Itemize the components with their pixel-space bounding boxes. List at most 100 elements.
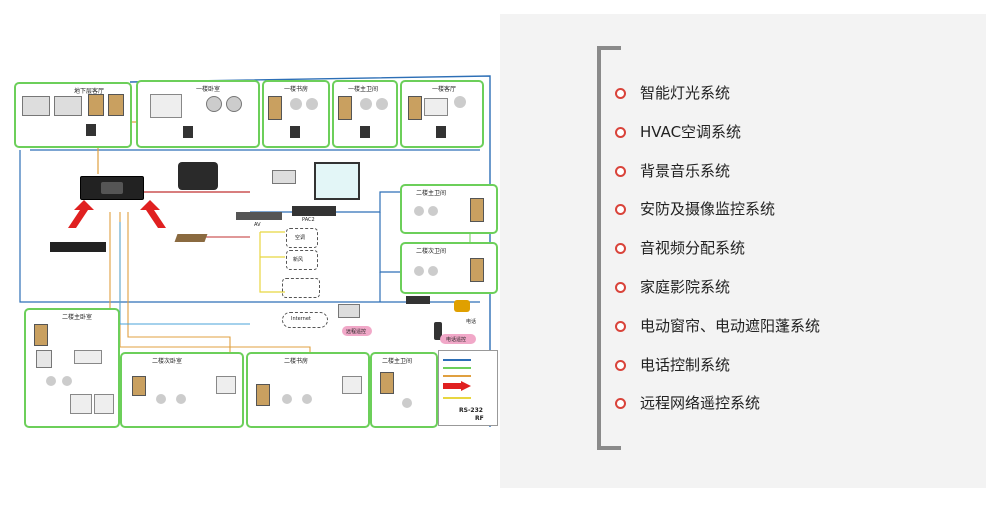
feature-item: 远程网络遥控系统 bbox=[615, 390, 820, 429]
keypad-icon bbox=[132, 376, 146, 396]
keypad-icon bbox=[408, 96, 422, 120]
dimmer-module-icon bbox=[436, 126, 446, 138]
room-f1-bedroom: 一楼卧室 bbox=[136, 80, 260, 148]
feature-item: 电话控制系统 bbox=[615, 352, 820, 391]
room-f2-guest-bath: 二楼次卫间 bbox=[400, 242, 498, 294]
ac-label: 空调 bbox=[295, 235, 306, 241]
room-title: 二楼主卫间 bbox=[382, 358, 413, 365]
ceiling-light-icon bbox=[402, 398, 412, 408]
ceiling-light-icon bbox=[156, 394, 166, 404]
ceiling-light-icon bbox=[414, 266, 424, 276]
room-f1-living: 一楼客厅 bbox=[400, 80, 484, 148]
touch-panel-icon bbox=[424, 98, 448, 116]
room-title: 一楼主卫间 bbox=[348, 86, 379, 93]
touch-panel-icon bbox=[70, 394, 92, 414]
laptop-icon bbox=[338, 304, 360, 318]
room-f2-study: 二楼书房 bbox=[246, 352, 370, 428]
curtain-motor-icon bbox=[36, 350, 52, 368]
room-f2-master-bath: 二楼主卫间 bbox=[400, 184, 498, 234]
room-f2-master-bedroom: 二楼主卧室 bbox=[24, 308, 120, 428]
ceiling-light-icon bbox=[176, 394, 186, 404]
feature-item: HVAC空调系统 bbox=[615, 119, 820, 158]
room-title: 地下层客厅 bbox=[74, 88, 105, 95]
ceiling-light-icon bbox=[46, 376, 56, 386]
ceiling-light-icon bbox=[62, 376, 72, 386]
keypad-icon bbox=[470, 258, 484, 282]
legend-rf: RF bbox=[475, 415, 484, 422]
bracket-decoration bbox=[597, 46, 831, 450]
legend-rs232: RS-232 bbox=[459, 407, 483, 414]
alert-arrow-icon bbox=[140, 200, 166, 228]
touch-panel-icon bbox=[216, 376, 236, 394]
legend-arrow-icon bbox=[443, 381, 471, 391]
telephone-icon bbox=[454, 300, 470, 312]
ceiling-light-icon bbox=[428, 206, 438, 216]
room-title: 二楼次卧室 bbox=[152, 358, 183, 365]
circle-bullet-icon bbox=[615, 359, 626, 371]
internet-label: Internet bbox=[291, 316, 311, 322]
projector-icon bbox=[272, 170, 296, 184]
room-title: 二楼主卧室 bbox=[62, 314, 93, 321]
feature-label: 智能灯光系统 bbox=[640, 84, 731, 102]
phone-remote-label: 电话遥控 bbox=[446, 337, 467, 343]
phone-gateway-icon bbox=[406, 296, 430, 304]
ceiling-light-icon bbox=[226, 96, 242, 112]
room-title: 一楼书房 bbox=[284, 86, 309, 93]
wiring-legend: RS-232 RF bbox=[438, 350, 498, 426]
security-camera-box bbox=[282, 278, 320, 298]
phone-remote-badge: 电话遥控 bbox=[440, 334, 476, 344]
keypad-icon bbox=[256, 384, 270, 406]
network-switch-icon bbox=[236, 212, 282, 220]
internet-cloud-icon: Internet bbox=[282, 312, 328, 328]
ceiling-light-icon bbox=[454, 96, 466, 108]
av-receiver-icon bbox=[80, 176, 144, 200]
ceiling-light-icon bbox=[282, 394, 292, 404]
ceiling-light-icon bbox=[206, 96, 222, 112]
ceiling-light-icon bbox=[290, 98, 302, 110]
mobile-phone-icon bbox=[434, 322, 442, 340]
feature-panel: 智能灯光系统 HVAC空调系统 背景音乐系统 安防及摄像监控系统 音视频分配系统… bbox=[500, 14, 986, 488]
feature-label: 远程网络遥控系统 bbox=[640, 394, 761, 413]
circle-bullet-icon bbox=[615, 320, 626, 332]
touch-panel-icon bbox=[22, 96, 50, 116]
dvd-player-icon bbox=[50, 242, 106, 252]
circle-bullet-icon bbox=[615, 243, 626, 255]
ac-box: 空调 bbox=[286, 228, 318, 248]
room-basement-living: 地下层客厅 bbox=[14, 82, 132, 148]
bluray-player-icon bbox=[174, 234, 208, 242]
keypad-icon bbox=[108, 94, 124, 116]
circle-bullet-icon bbox=[615, 281, 626, 293]
keypad-icon bbox=[34, 324, 48, 346]
feature-item: 背景音乐系统 bbox=[615, 158, 820, 197]
ceiling-light-icon bbox=[360, 98, 372, 110]
feature-label: 安防及摄像监控系统 bbox=[640, 200, 776, 219]
feature-item: 智能灯光系统 bbox=[615, 80, 820, 119]
remote-control-badge: 远程遥控 bbox=[342, 326, 372, 336]
feature-label: 家庭影院系统 bbox=[640, 277, 731, 296]
room-title: 二楼次卫间 bbox=[416, 248, 447, 255]
pac-controller-icon: PAC2 bbox=[292, 206, 336, 223]
circle-bullet-icon bbox=[615, 126, 626, 138]
ceiling-light-icon bbox=[306, 98, 318, 110]
ceiling-light-icon bbox=[428, 266, 438, 276]
room-f1-study: 一楼书房 bbox=[262, 80, 330, 148]
circle-bullet-icon bbox=[615, 398, 626, 410]
alert-arrow-icon bbox=[68, 200, 94, 228]
circle-bullet-icon bbox=[615, 204, 626, 216]
smart-home-system-diagram: 地下层客厅 一楼卧室 一楼书房 一楼主卫间 一楼客厅 bbox=[10, 72, 498, 428]
phone-label: 电话 bbox=[466, 319, 477, 325]
feature-item: 电动窗帘、电动遮阳蓬系统 bbox=[615, 313, 820, 352]
dimmer-module-icon bbox=[290, 126, 300, 138]
room-title: 一楼卧室 bbox=[196, 86, 221, 93]
control-tablet-icon bbox=[178, 162, 218, 190]
keypad-icon bbox=[470, 198, 484, 222]
room-title: 二楼书房 bbox=[284, 358, 309, 365]
feature-label: 电话控制系统 bbox=[640, 355, 731, 374]
fresh-air-box: 新风 bbox=[286, 250, 318, 270]
dimmer-module-icon bbox=[360, 126, 370, 138]
dimmer-module-icon bbox=[86, 124, 96, 136]
touch-panel-icon bbox=[342, 376, 362, 394]
room-f2-master-bath-b: 二楼主卫间 bbox=[370, 352, 438, 428]
ceiling-light-icon bbox=[376, 98, 388, 110]
touch-panel-icon bbox=[94, 394, 114, 414]
